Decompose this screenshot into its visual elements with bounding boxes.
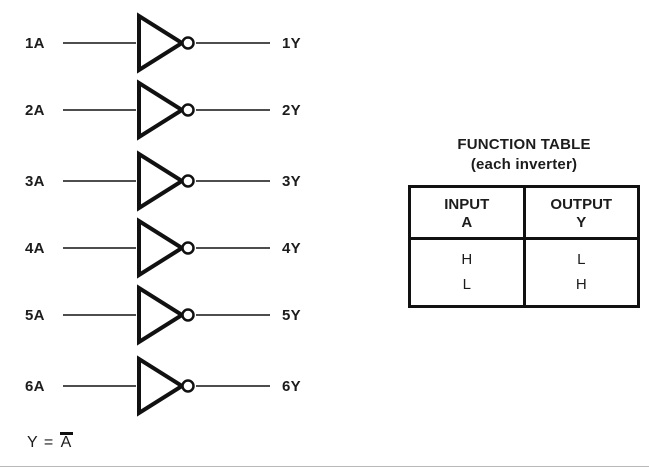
function-table-title: FUNCTION TABLE [457, 136, 591, 153]
column-group-label: INPUT [444, 195, 490, 213]
inverter-row-3: 3A 3Y [25, 150, 301, 212]
table-row: H L [408, 238, 640, 273]
input-wire [63, 109, 136, 111]
output-wire [196, 385, 270, 387]
inverter-gate-icon [137, 79, 195, 141]
inverter-gate-icon [137, 150, 195, 212]
cell-output-value: L [522, 238, 640, 273]
input-wire [63, 385, 136, 387]
equation-overlined-term: A [59, 432, 74, 451]
column-header-output-y: OUTPUT Y [522, 186, 640, 240]
input-wire [63, 42, 136, 44]
input-pin-label: 4A [25, 239, 45, 257]
output-wire [196, 314, 270, 316]
function-table-header-row: INPUT A OUTPUT Y [408, 186, 640, 240]
input-wire [63, 180, 136, 182]
inverter-row-2: 2A 2Y [25, 79, 301, 141]
column-header-input-a: INPUT A [408, 186, 526, 240]
inverter-gate-icon [137, 217, 195, 279]
output-pin-label: 5Y [282, 306, 301, 324]
inverter-row-5: 5A 5Y [25, 284, 301, 346]
logic-equation: Y = A [27, 432, 74, 452]
inverter-row-6: 6A 6Y [25, 355, 301, 417]
inverter-gate-icon [137, 12, 195, 74]
input-wire [63, 247, 136, 249]
inverter-gate-icon [137, 284, 195, 346]
function-table: INPUT A OUTPUT Y H L L H [408, 185, 640, 308]
page-bottom-divider [0, 466, 649, 467]
column-group-label: OUTPUT [550, 195, 613, 213]
input-pin-label: 3A [25, 172, 45, 190]
cell-output-value: H [522, 272, 640, 307]
output-pin-label: 6Y [282, 377, 301, 395]
output-pin-label: 2Y [282, 101, 301, 119]
output-wire [196, 109, 270, 111]
inverter-row-1: 1A 1Y [25, 12, 301, 74]
output-wire [196, 180, 270, 182]
input-pin-label: 5A [25, 306, 45, 324]
output-wire [196, 247, 270, 249]
output-wire [196, 42, 270, 44]
cell-input-value: H [408, 238, 526, 273]
cell-input-value: L [408, 272, 526, 307]
inverter-row-4: 4A 4Y [25, 217, 301, 279]
inverter-gate-icon [137, 355, 195, 417]
input-pin-label: 6A [25, 377, 45, 395]
output-pin-label: 4Y [282, 239, 301, 257]
table-row: L H [408, 272, 640, 307]
equation-lhs: Y = [27, 434, 60, 451]
input-wire [63, 314, 136, 316]
input-pin-label: 1A [25, 34, 45, 52]
function-table-subtitle: (each inverter) [470, 156, 578, 173]
column-signal-label: Y [576, 213, 587, 231]
column-signal-label: A [461, 213, 473, 231]
output-pin-label: 3Y [282, 172, 301, 190]
input-pin-label: 2A [25, 101, 45, 119]
output-pin-label: 1Y [282, 34, 301, 52]
